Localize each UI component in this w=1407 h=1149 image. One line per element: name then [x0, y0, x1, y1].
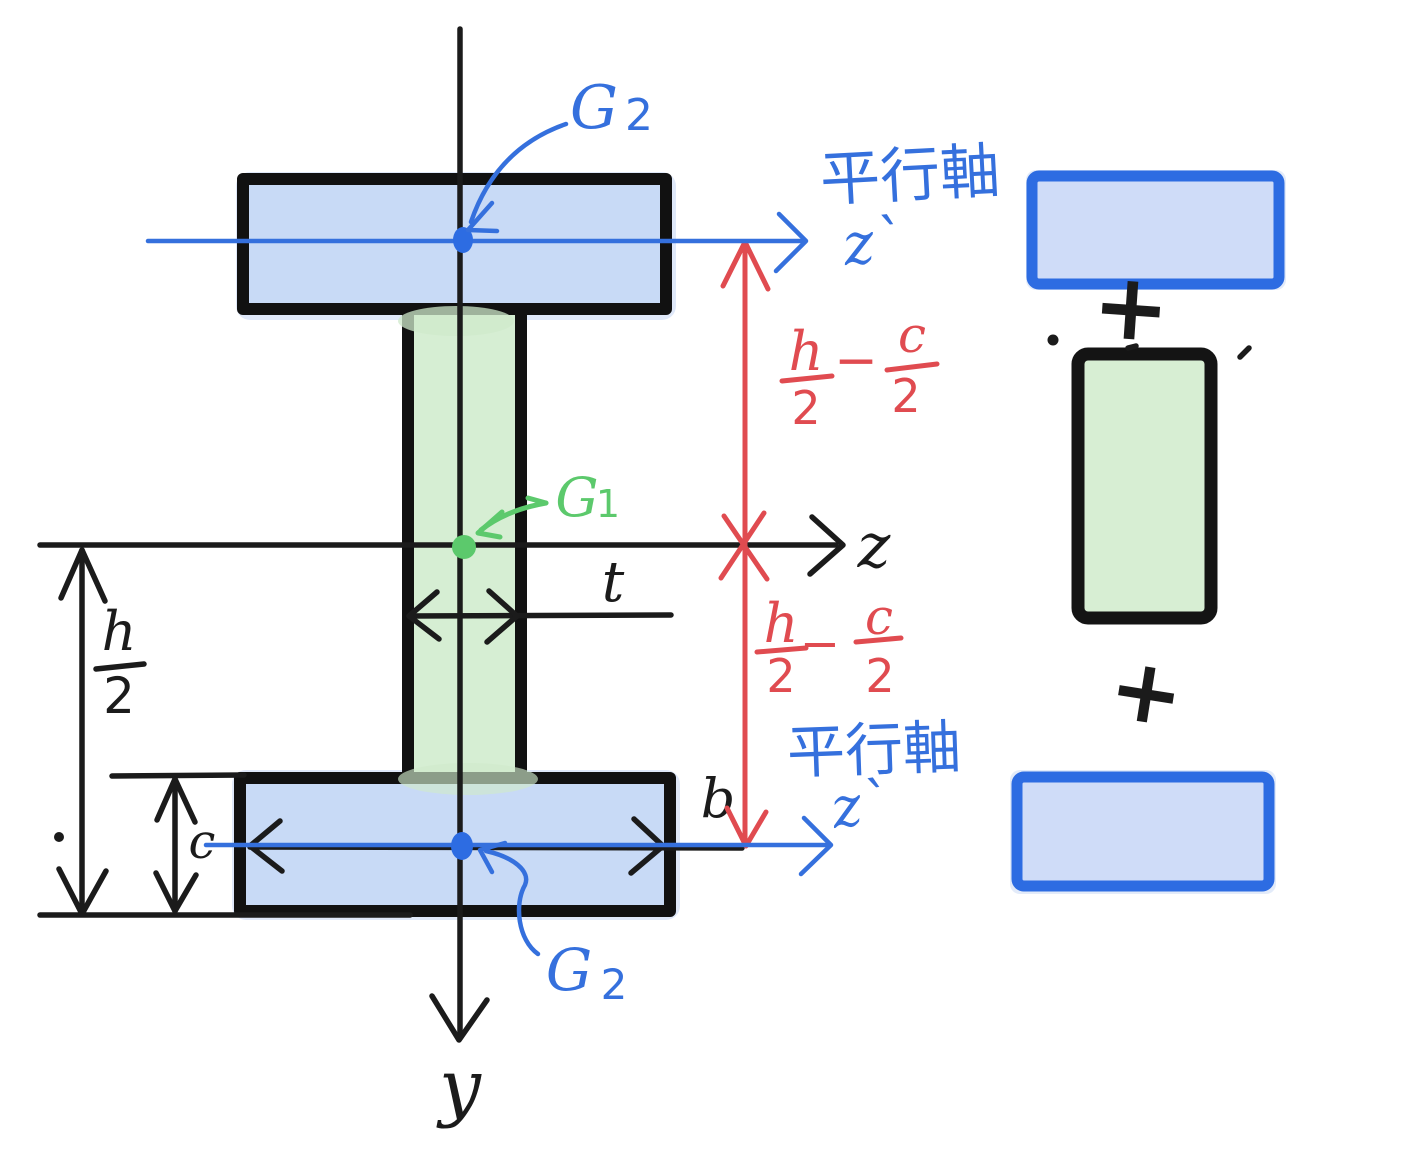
c-arrow-up-icon: [154, 776, 198, 825]
dimension-half-height: h 2: [37, 547, 413, 918]
centroid-web-letter: G: [555, 466, 598, 529]
offset-bottom-c: c: [865, 588, 893, 646]
dimension-web-thickness: t: [406, 550, 674, 645]
centroid-bottom-arrow: [483, 848, 541, 957]
part-web: [1071, 347, 1218, 625]
parallel-axis-top: 平行軸 z`: [145, 136, 1002, 279]
plus-bottom: +: [1102, 635, 1191, 748]
centroid-bottom-dot: [451, 832, 473, 860]
offset-top-2b: 2: [891, 369, 920, 423]
web-marker-spill-bottom: [398, 763, 538, 795]
axes: y z: [37, 26, 891, 1130]
t-dim-label: t: [602, 550, 625, 615]
offset-bottom-bar1: [754, 645, 809, 655]
z-prime-top-label: z`: [839, 205, 906, 279]
offset-bottom-label: h 2 − c 2: [754, 588, 904, 703]
offset-top-label: h 2 − c 2: [779, 306, 940, 435]
y-axis-arrowhead-icon: [429, 993, 490, 1043]
c-dim-label: c: [189, 814, 216, 870]
centroid-bottom-subscript: 2: [601, 960, 628, 1009]
half-height-numerator: h: [102, 600, 137, 663]
centroid-web-subscript: 1: [596, 482, 620, 526]
z-prime-bottom-label: z`: [826, 769, 893, 842]
offset-top-minus: −: [834, 331, 878, 391]
centroid-top-dot: [453, 227, 473, 253]
centroid-bottom-flange: G 2: [451, 832, 627, 1009]
offset-bottom-bar2: [853, 635, 904, 645]
half-height-arrow-down-icon: [56, 866, 109, 917]
y-axis-label: y: [436, 1044, 482, 1130]
offset-top-h: h: [789, 320, 824, 383]
half-height-fraction-bar: [93, 661, 147, 672]
c-extension-line: [109, 772, 247, 779]
b-dim-label: b: [701, 767, 736, 830]
stray-tick-mid: [1125, 343, 1139, 351]
offset-top-bar1: [779, 373, 835, 384]
stray-dot-right: [1047, 334, 1059, 346]
offset-bottom-2a: 2: [766, 649, 795, 703]
z-prime-top-arrowhead-icon: [773, 211, 809, 274]
centroid-web: G 1: [452, 466, 620, 559]
parallel-axis-bottom-text: 平行軸: [786, 713, 962, 787]
c-arrow-down-icon: [153, 870, 199, 914]
decomposition-parts: + +: [1010, 170, 1286, 894]
parallel-axis-top-text: 平行軸: [818, 136, 1001, 215]
offset-top-bar2: [884, 361, 940, 373]
t-arrow-left-icon: [406, 589, 442, 642]
part-bottom-flange: [1011, 771, 1275, 892]
centroid-top-flange: G 2: [453, 73, 653, 253]
offset-top-c: c: [898, 306, 926, 364]
half-height-denominator: 2: [103, 667, 135, 725]
z-axis-arrowhead-icon: [807, 514, 846, 577]
stray-dot-left: [54, 832, 64, 842]
centroid-top-subscript: 2: [625, 90, 653, 141]
centroid-web-arrowhead-icon: [475, 495, 549, 540]
dimension-centroid-offsets: h 2 − c 2 h 2 − c 2: [718, 239, 940, 849]
part-top-flange: [1026, 170, 1285, 290]
offset-bottom-minus: −: [800, 616, 840, 672]
offset-top-2a: 2: [791, 381, 820, 435]
t-arrow-right-icon: [484, 588, 520, 645]
parallel-axis-bottom: 平行軸 z`: [203, 713, 962, 877]
z-axis-label: z: [857, 509, 891, 582]
z-prime-bottom-arrowhead-icon: [798, 815, 834, 877]
stray-marks: [54, 334, 1252, 842]
centroid-web-dot: [452, 535, 476, 559]
centroid-top-letter: G: [570, 73, 618, 143]
centroid-top-arrowhead-icon: [465, 200, 500, 234]
half-height-arrow-up-icon: [58, 547, 108, 604]
offset-bottom-2b: 2: [865, 649, 894, 703]
stray-tick-right: [1237, 345, 1252, 360]
t-dim-line: [406, 612, 674, 619]
dimension-flange-thickness: c: [109, 772, 247, 914]
offset-bottom-h: h: [764, 592, 799, 655]
offset-midpoint-x-mark: [718, 510, 770, 582]
centroid-bottom-letter: G: [546, 936, 592, 1004]
web-marker-spill-top: [398, 306, 514, 336]
centroid-top-arrow: [468, 121, 569, 225]
centroid-bottom-arrowhead-icon: [477, 840, 508, 875]
